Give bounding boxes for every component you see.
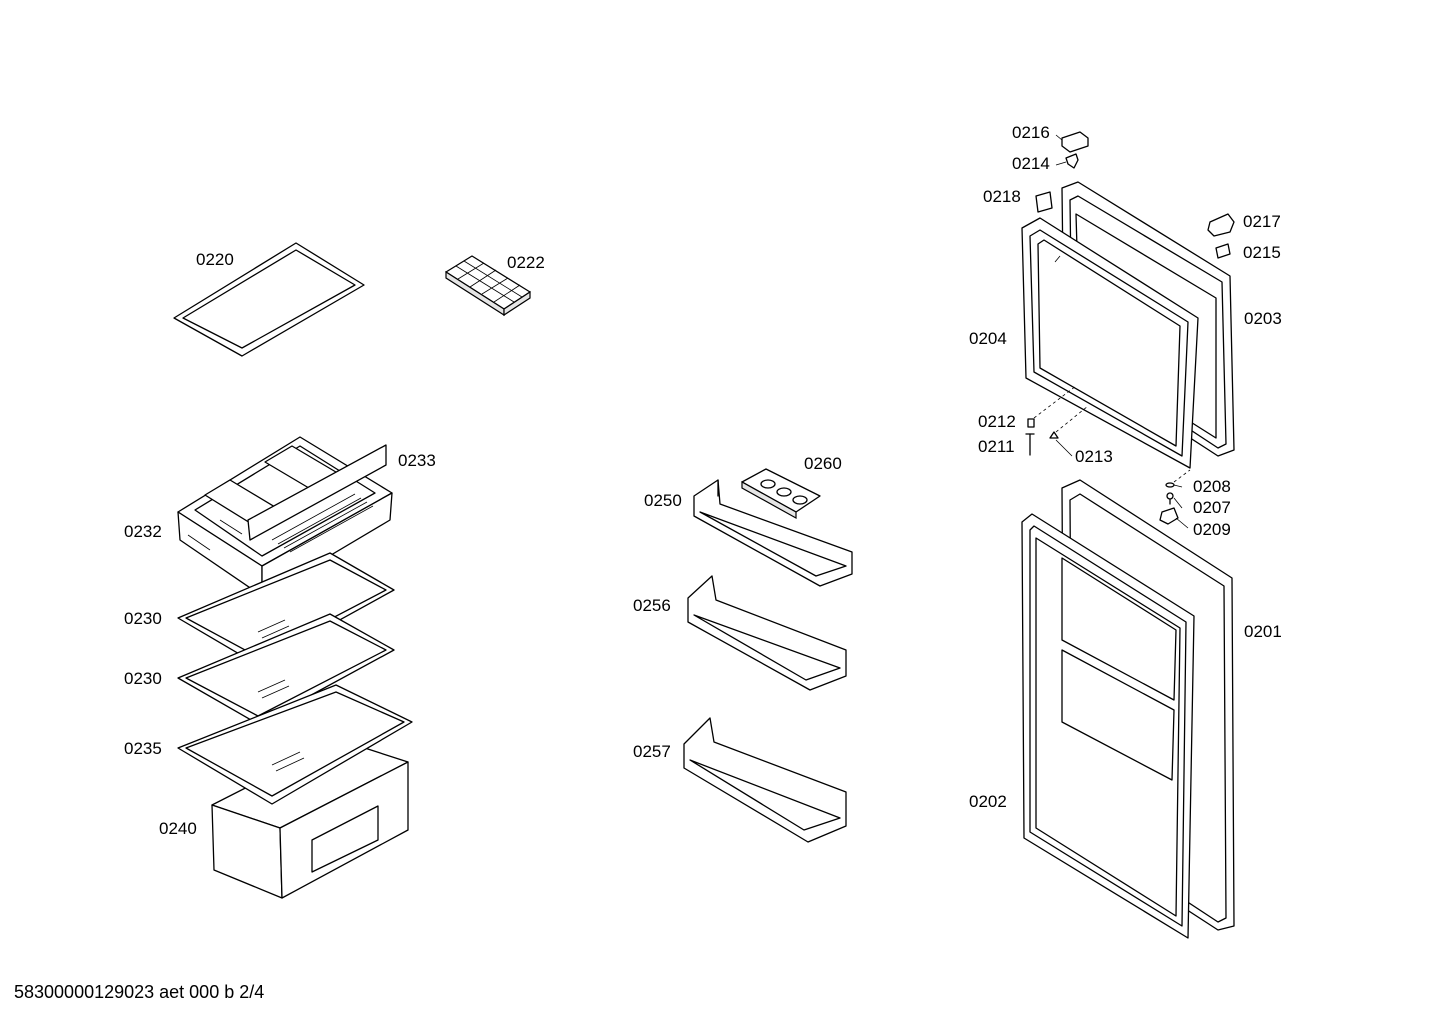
label-0212: 0212: [978, 412, 1016, 431]
part-0212-bushing: [1027, 418, 1035, 428]
part-0218-cover-plate: [1035, 191, 1053, 213]
label-0235: 0235: [124, 739, 162, 758]
part-0214-hinge: [1065, 153, 1079, 169]
label-0207: 0207: [1193, 498, 1231, 517]
document-code: 58300000129023 aet 000 b 2/4: [14, 982, 265, 1002]
part-0211-screw: [1025, 433, 1035, 456]
label-0209: 0209: [1193, 520, 1231, 539]
part-0260-egg-tray: [741, 468, 821, 520]
label-0215: 0215: [1243, 243, 1281, 262]
part-0215-hinge-bracket: [1215, 243, 1231, 259]
label-0217: 0217: [1243, 212, 1281, 231]
label-0240: 0240: [159, 819, 197, 838]
label-0214: 0214: [1012, 154, 1050, 173]
part-0217-hinge-cover: [1207, 213, 1235, 237]
label-0230-middle: 0230: [124, 669, 162, 688]
part-0232-0233-freezer-drawer: [177, 436, 393, 597]
part-0216-hinge-cover: [1061, 131, 1089, 153]
leader-lines: [1033, 134, 1191, 529]
label-0232: 0232: [124, 522, 162, 541]
label-0256: 0256: [633, 596, 671, 615]
part-0256-door-shelf: [687, 575, 847, 691]
label-0218: 0218: [983, 187, 1021, 206]
label-0220: 0220: [196, 250, 234, 269]
part-0240-crisper-drawer: [211, 739, 409, 899]
part-0230-glass-shelf-middle: [177, 613, 395, 725]
part-0204-freezer-gasket: [1021, 217, 1199, 469]
label-0222: 0222: [507, 253, 545, 272]
label-0204: 0204: [969, 329, 1007, 348]
label-0213: 0213: [1075, 447, 1113, 466]
label-0260: 0260: [804, 454, 842, 473]
part-0202-fridge-gasket: [1021, 513, 1195, 939]
part-0250-door-shelf: [693, 479, 853, 587]
label-0208: 0208: [1193, 477, 1231, 496]
label-0203: 0203: [1244, 309, 1282, 328]
part-0220-shelf-frame: [173, 242, 365, 357]
part-0230-glass-shelf-upper: [177, 552, 395, 666]
label-0216: 0216: [1012, 123, 1050, 142]
label-0211: 0211: [978, 437, 1015, 456]
part-0208-washer: [1165, 482, 1175, 488]
label-0233: 0233: [398, 451, 436, 470]
part-0207-screw: [1166, 492, 1174, 505]
part-0235-glass-shelf-lower: [177, 684, 413, 805]
part-0257-door-shelf: [683, 717, 847, 843]
label-0230-upper: 0230: [124, 609, 162, 628]
label-0250: 0250: [644, 491, 682, 510]
part-0222-ice-tray: [445, 255, 531, 317]
part-0209-hinge-block: [1159, 507, 1179, 525]
part-0213-pin: [1049, 431, 1059, 439]
label-0257: 0257: [633, 742, 671, 761]
label-0202: 0202: [969, 792, 1007, 811]
label-0201: 0201: [1244, 622, 1282, 641]
